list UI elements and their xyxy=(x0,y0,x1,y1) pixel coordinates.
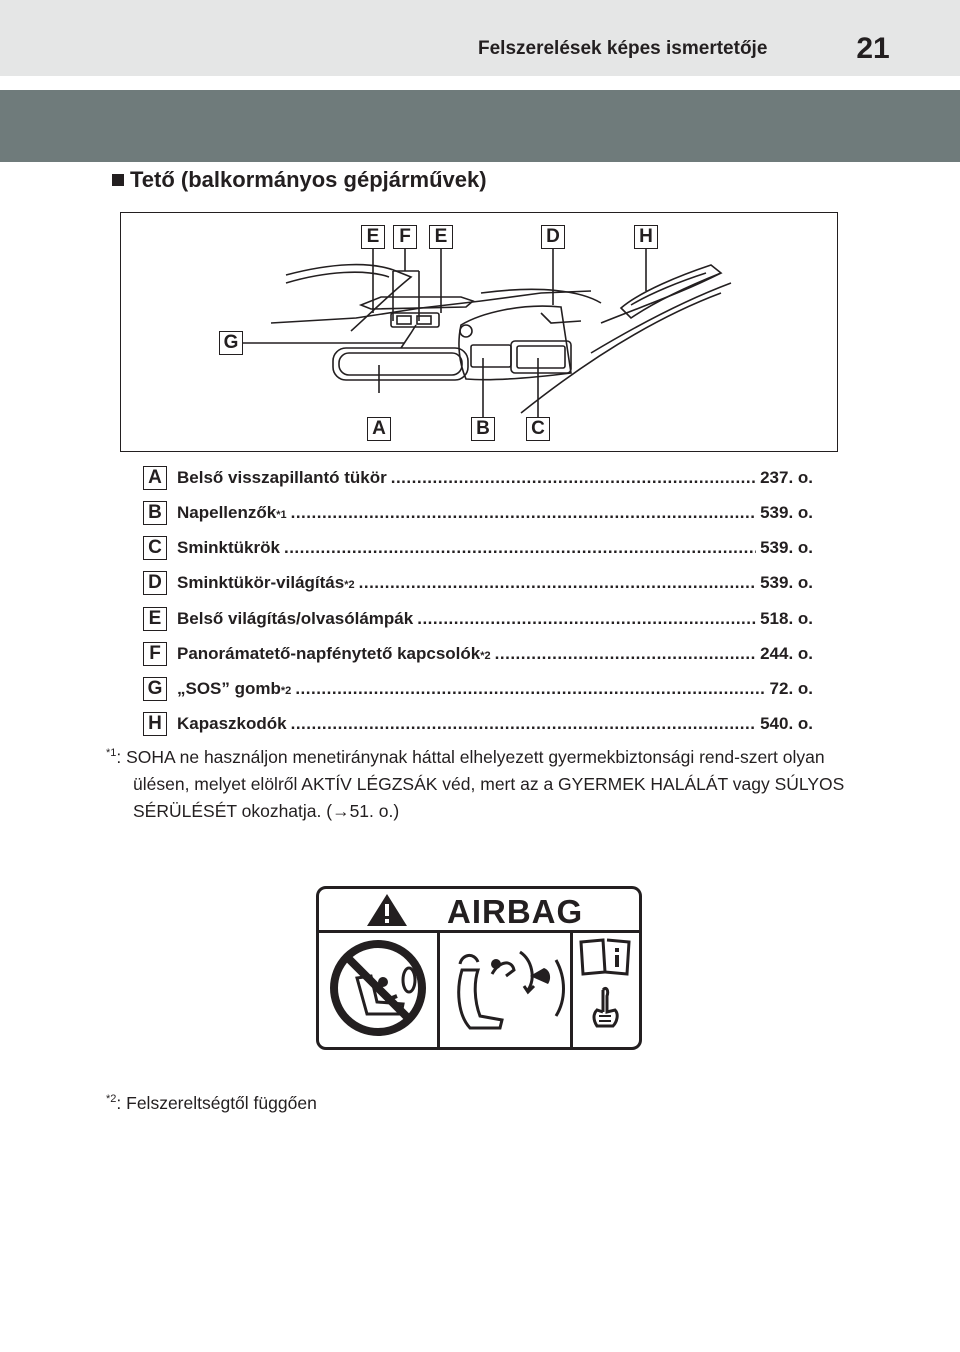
section-title-text: Tető (balkormányos gépjárművek) xyxy=(130,167,487,192)
list-item: H Kapaszkodók 540. o. xyxy=(143,712,813,740)
item-letter: B xyxy=(143,501,167,525)
callout-h: H xyxy=(634,225,658,249)
item-label: Panorámatető-napfénytető kapcsolók xyxy=(177,644,481,663)
list-item: F Panorámatető-napfénytető kapcsolók*224… xyxy=(143,642,813,670)
roof-illustration: E F E D H G A B C xyxy=(120,212,838,452)
item-page: 539. o. xyxy=(760,538,813,557)
airbag-label-cell-deploy xyxy=(440,930,573,1047)
no-rear-facing-child-seat-icon xyxy=(330,940,426,1036)
item-label: Sminktükrök xyxy=(177,538,280,557)
item-page: 237. o. xyxy=(760,468,813,487)
item-letter: G xyxy=(143,677,167,701)
warning-triangle-icon xyxy=(367,894,407,926)
item-page: 518. o. xyxy=(760,609,813,628)
running-header-title: Felszerelések képes ismertetője xyxy=(478,38,768,59)
item-label: „SOS” gomb xyxy=(177,679,281,698)
page-number: 21 xyxy=(856,32,890,65)
item-label: Napellenzők xyxy=(177,503,277,522)
item-page: 539. o. xyxy=(760,503,813,522)
callout-d: D xyxy=(541,225,565,249)
airbag-warning-label: AIRBAG xyxy=(316,886,642,1050)
list-item: D Sminktükör-világítás*2539. o. xyxy=(143,571,813,599)
read-manual-icon xyxy=(579,938,631,1028)
item-label: Sminktükör-világítás xyxy=(177,573,345,592)
list-item: B Napellenzők*1539. o. xyxy=(143,501,813,529)
airbag-label-title: AIRBAG xyxy=(447,893,584,930)
item-letter: F xyxy=(143,642,167,666)
item-page: 540. o. xyxy=(760,714,813,733)
item-page: 539. o. xyxy=(760,573,813,592)
airbag-label-cell-manual xyxy=(573,930,639,1047)
callout-f: F xyxy=(393,225,417,249)
list-item: A Belső visszapillantó tükör 237. o. xyxy=(143,466,813,494)
section-title: Tető (balkormányos gépjárművek) xyxy=(112,167,487,193)
item-page: 72. o. xyxy=(769,679,813,698)
footnote-1-text: : SOHA ne használjon menetiránynak hátta… xyxy=(116,747,845,821)
callout-a: A xyxy=(367,417,391,441)
item-label: Belső visszapillantó tükör xyxy=(177,468,387,487)
callout-g: G xyxy=(219,331,243,355)
callout-e-left: E xyxy=(361,225,385,249)
airbag-label-header: AIRBAG xyxy=(319,889,639,933)
section-bullet-icon xyxy=(112,174,124,186)
header-band xyxy=(0,0,960,76)
airbag-label-cell-no-child-seat xyxy=(319,930,440,1047)
roof-line-drawing xyxy=(243,249,732,418)
item-label: Belső világítás/olvasólámpák xyxy=(177,609,414,628)
list-item: C Sminktükrök 539. o. xyxy=(143,536,813,564)
item-letter: H xyxy=(143,712,167,736)
item-letter: E xyxy=(143,607,167,631)
footnote-2-marker: *2 xyxy=(106,1093,117,1106)
item-letter: D xyxy=(143,571,167,595)
list-item: E Belső világítás/olvasólámpák 518. o. xyxy=(143,607,813,635)
callout-b: B xyxy=(471,417,495,441)
footnote-2: *2: Felszereltségtől függően xyxy=(106,1090,846,1117)
footnote-2-text: : Felszereltségtől függően xyxy=(116,1093,317,1113)
airbag-deploy-icon xyxy=(457,950,565,1030)
section-band xyxy=(0,90,960,162)
callout-c: C xyxy=(526,417,550,441)
item-label: Kapaszkodók xyxy=(177,714,287,733)
footnote-1-marker: *1 xyxy=(106,747,117,760)
item-letter: C xyxy=(143,536,167,560)
callout-e-right: E xyxy=(429,225,453,249)
item-page: 244. o. xyxy=(760,644,813,663)
list-item: G „SOS” gomb*272. o. xyxy=(143,677,813,705)
item-letter: A xyxy=(143,466,167,490)
footnote-1: *1: SOHA ne használjon menetiránynak hát… xyxy=(106,744,873,825)
